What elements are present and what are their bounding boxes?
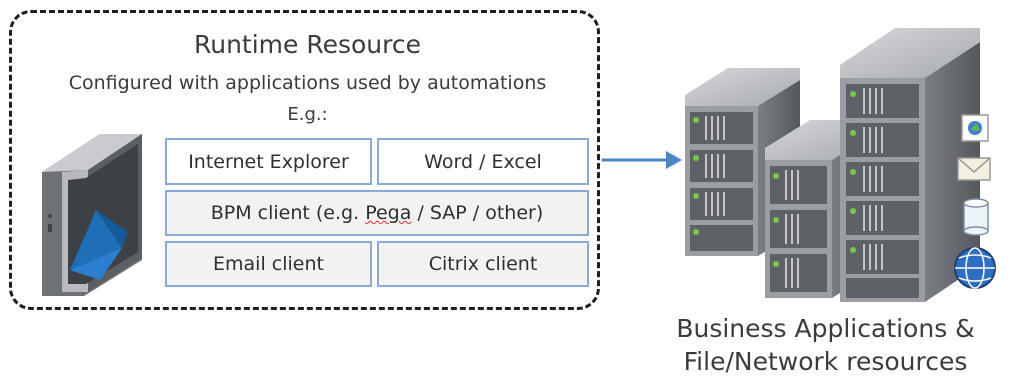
runtime-subtitle: Configured with applications used by aut… <box>68 72 547 94</box>
runtime-device-icon <box>42 134 142 296</box>
app-bpm-suffix: / SAP / other) <box>411 202 544 224</box>
runtime-resource-box <box>9 10 600 310</box>
app-internet-explorer-label: Internet Explorer <box>188 150 349 173</box>
app-internet-explorer: Internet Explorer <box>165 138 372 185</box>
connection-arrow <box>602 151 682 169</box>
app-word-excel-label: Word / Excel <box>424 150 542 173</box>
business-caption-line1: Business Applications & <box>676 314 975 343</box>
database-icon <box>963 198 989 236</box>
mail-icon <box>957 157 991 181</box>
app-citrix-client-label: Citrix client <box>428 253 538 275</box>
runtime-title: Runtime Resource <box>193 30 421 59</box>
app-bpm-misspelled-word: Pega <box>365 202 412 224</box>
app-email-client-label: Email client <box>213 253 324 275</box>
app-bpm-prefix: BPM client (e.g. <box>210 202 366 224</box>
business-caption-line2: File/Network resources <box>683 347 968 376</box>
server-rack-icon <box>685 28 996 302</box>
app-bpm-client: BPM client (e.g. Pega / SAP / other) <box>165 190 589 236</box>
photo-icon <box>961 114 989 142</box>
example-label: E.g.: <box>287 104 328 125</box>
app-email-client: Email client <box>165 241 372 287</box>
app-word-excel: Word / Excel <box>377 138 589 185</box>
server-unit-left <box>685 68 800 256</box>
app-citrix-client: Citrix client <box>377 241 589 287</box>
globe-icon <box>954 247 996 289</box>
server-unit-right <box>840 28 980 302</box>
